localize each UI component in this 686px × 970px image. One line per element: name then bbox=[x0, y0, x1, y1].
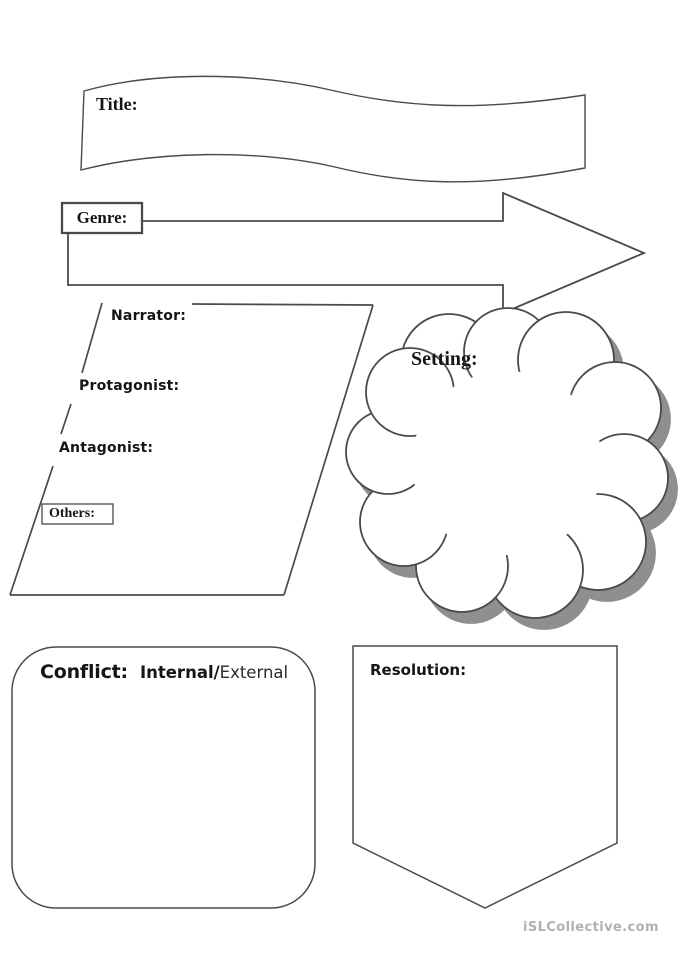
conflict-external-label: External bbox=[219, 663, 289, 682]
title-label: Title: bbox=[96, 94, 138, 114]
parallelogram-left-edge-segment-1 bbox=[81, 302, 103, 374]
parallelogram-left-edge-segment-3 bbox=[9, 465, 54, 596]
others-label-box bbox=[41, 503, 114, 525]
protagonist-label: Protagonist: bbox=[79, 378, 180, 394]
resolution-label: Resolution: bbox=[370, 661, 467, 679]
conflict-heading: Conflict: bbox=[40, 661, 128, 683]
resolution-pennant-shape bbox=[352, 645, 618, 909]
others-label: Others: bbox=[49, 506, 95, 521]
genre-arrow-shape bbox=[67, 191, 647, 315]
islcollective-watermark: iSLCollective.com bbox=[523, 920, 659, 935]
parallelogram-right-edge bbox=[283, 304, 374, 596]
setting-cloud bbox=[345, 307, 669, 619]
parallelogram-top-edge bbox=[191, 303, 374, 306]
antagonist-label: Antagonist: bbox=[59, 440, 154, 456]
conflict-internal-label: Internal/ bbox=[139, 663, 220, 682]
parallelogram-left-edge-segment-2 bbox=[60, 403, 72, 435]
genre-label-box bbox=[60, 201, 144, 235]
setting-label: Setting: bbox=[411, 348, 478, 370]
genre-label: Genre: bbox=[76, 208, 128, 227]
cloud-inner-cover bbox=[412, 371, 602, 555]
narrator-label: Narrator: bbox=[111, 308, 187, 324]
title-banner-shape bbox=[80, 75, 586, 183]
characters-parallelogram bbox=[9, 302, 374, 596]
conflict-heading-row: Conflict: Internal/ External bbox=[40, 661, 288, 683]
conflict-box-shape bbox=[11, 646, 316, 909]
